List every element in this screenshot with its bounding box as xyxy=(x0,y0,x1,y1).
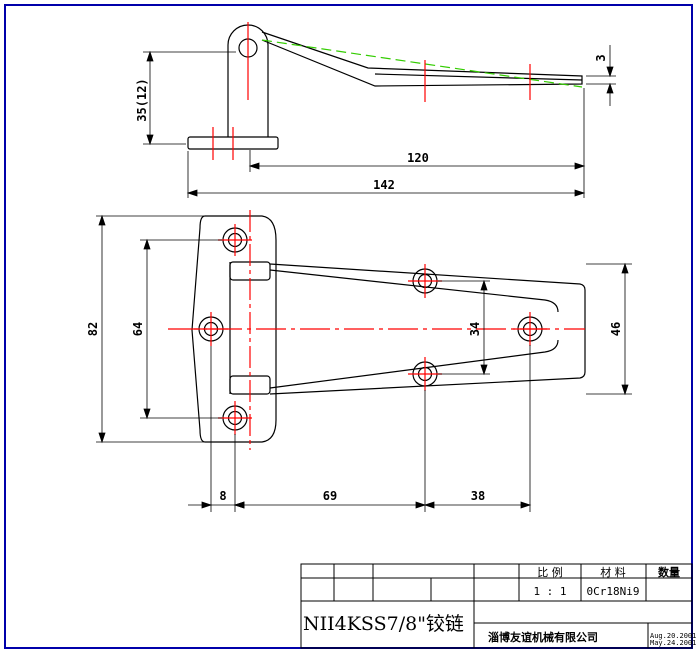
dim-thickness-label: 3 xyxy=(594,54,608,61)
company-name: 淄博友谊机械有限公司 xyxy=(488,630,598,644)
quantity-label: 数量 xyxy=(658,565,680,579)
dim-46-label: 46 xyxy=(609,322,623,336)
dim-height-label: 35(12) xyxy=(135,78,149,121)
dim-69-label: 69 xyxy=(323,489,337,503)
dim-142-label: 142 xyxy=(373,178,395,192)
hinge-arm xyxy=(261,31,583,87)
top-view-dims xyxy=(96,214,632,512)
sheet-border xyxy=(4,4,693,649)
dim-34-label: 34 xyxy=(468,322,482,336)
dim-38-label: 38 xyxy=(471,489,485,503)
right-leaf xyxy=(269,263,586,395)
scale-label: 比 例 xyxy=(537,565,563,579)
material-value: 0Cr18Ni9 xyxy=(587,585,640,598)
scale-value: 1 : 1 xyxy=(533,585,566,598)
left-plate xyxy=(191,215,277,443)
side-view-dims xyxy=(143,45,616,198)
side-view-hidden xyxy=(261,39,583,88)
dim-120-label: 120 xyxy=(407,151,429,165)
top-view-centerlines xyxy=(168,210,585,450)
dim-8-label: 8 xyxy=(219,489,226,503)
part-name: NII4KSS7/8"铰链 xyxy=(303,613,464,635)
dim-82-label: 82 xyxy=(86,322,100,336)
title-block xyxy=(300,563,693,649)
dim-64-label: 64 xyxy=(131,322,145,336)
date-1: Aug.20.2001 xyxy=(650,632,696,640)
material-label: 材 料 xyxy=(600,565,626,579)
side-view-centerlines xyxy=(212,22,531,160)
side-view xyxy=(187,24,583,150)
date-2: May.24.2001 xyxy=(650,639,696,647)
